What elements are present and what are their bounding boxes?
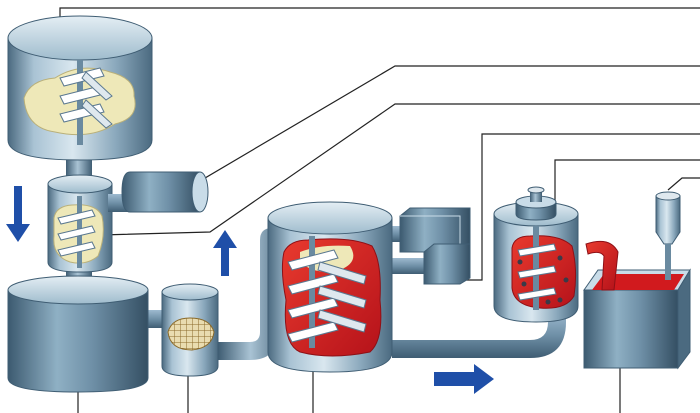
red-chute [585,240,619,291]
arrow-up-icon [213,230,237,276]
pipe-reactor-to-mixer [392,312,566,358]
connector-box [399,207,471,285]
side-motor [108,171,209,213]
leader-line-mixer [99,103,700,236]
leader-line-dispenser [667,177,700,191]
top-tank [7,15,153,161]
red-mixer [493,186,579,323]
leader-line-top-tank [59,7,700,85]
bottom-tank [7,275,149,393]
flow-arrows [6,186,494,394]
leader-line-motor [194,65,700,181]
main-reactor [267,201,393,373]
collection-tank [583,240,691,370]
dispenser [655,191,681,280]
arrow-right-icon [434,364,494,394]
mixer-cylinder [47,174,113,273]
arrow-down-icon [6,186,30,242]
filter-mesh [167,317,215,351]
filter-tank [161,283,219,377]
